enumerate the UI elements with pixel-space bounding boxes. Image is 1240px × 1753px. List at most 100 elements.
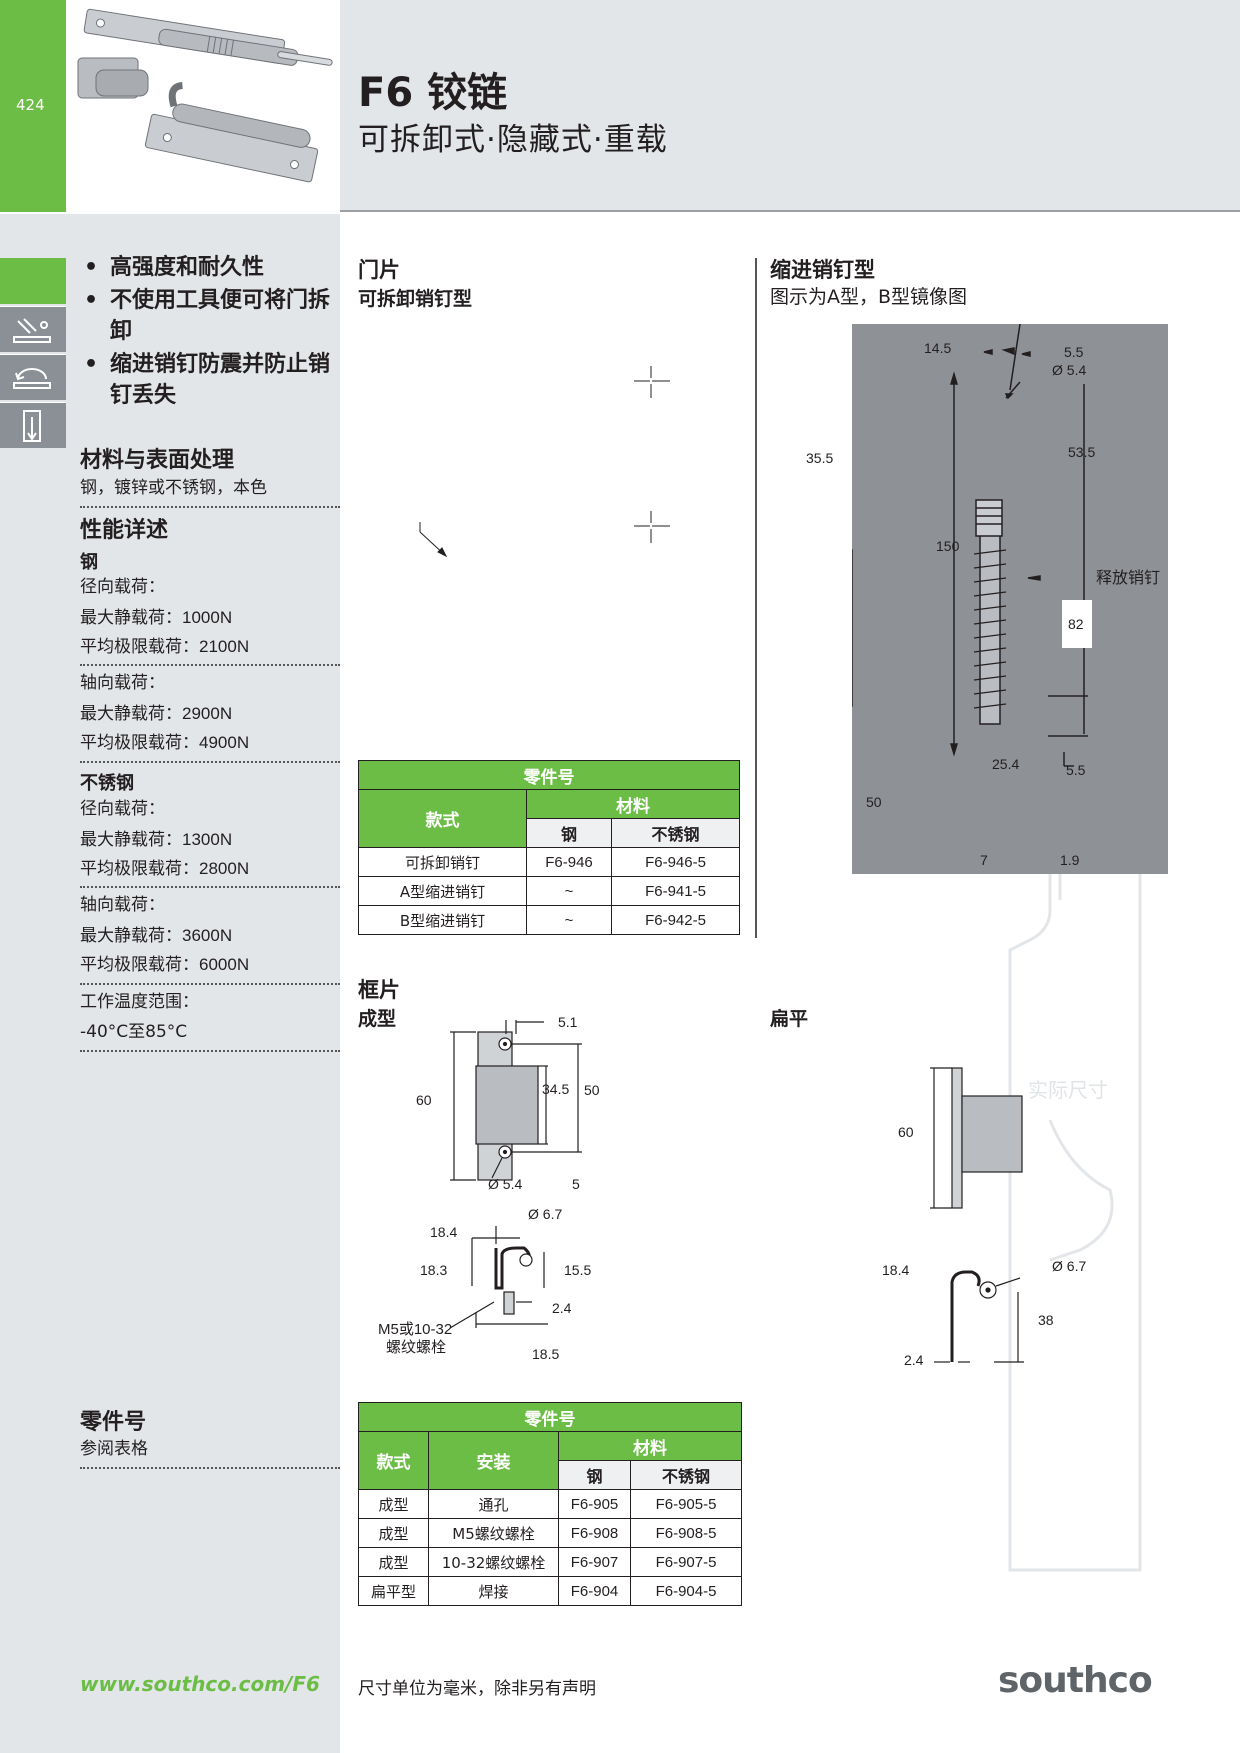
ss-radial-static: 最大静载荷：1300N [80, 830, 233, 849]
cell: 成型 [358, 1518, 429, 1548]
table-row: 成型 通孔 F6-905 F6-905-5 [358, 1489, 742, 1519]
frame-flat-label: 扁平 [770, 1008, 809, 1030]
corrosion-icon [0, 306, 66, 352]
materials-heading: 材料与表面处理 [80, 448, 235, 473]
dim-label: 38 [1038, 1312, 1054, 1328]
dim-label: Ø 5.4 [488, 1176, 523, 1192]
column-divider [755, 258, 757, 938]
col-material: 材料 [526, 789, 740, 819]
cell: F6-946 [526, 847, 612, 877]
cell: F6-908-5 [630, 1518, 742, 1548]
col-install: 安装 [428, 1431, 559, 1490]
cell: 10-32螺纹螺栓 [428, 1547, 559, 1577]
door-leaf-drawing-marks [419, 366, 670, 558]
dim-label: 7 [980, 852, 988, 868]
table-row: B型缩进销钉 ~ F6-942-5 [358, 905, 740, 935]
actual-size-label: 实际尺寸 [1028, 1080, 1108, 1102]
divider [80, 1050, 340, 1052]
divider [80, 506, 340, 508]
bolt-label: M5或10-32 [378, 1321, 453, 1338]
table-row: 成型 M5螺纹螺栓 F6-908 F6-908-5 [358, 1518, 742, 1548]
door-leaf-subheading: 可拆卸销钉型 [358, 288, 473, 310]
dim-label: 15.5 [564, 1262, 592, 1278]
cell: F6-908 [558, 1518, 631, 1548]
cell: F6-946-5 [611, 847, 740, 877]
dim-label: 35.5 [806, 450, 834, 466]
cell: 成型 [358, 1547, 429, 1577]
bolt-label: 螺纹螺栓 [386, 1338, 447, 1356]
cell: F6-905-5 [630, 1489, 742, 1519]
page-title: F6 铰链 [358, 70, 508, 116]
col-style: 款式 [358, 1431, 429, 1490]
table-row: 成型 10-32螺纹螺栓 F6-907 F6-907-5 [358, 1547, 742, 1577]
removable-icon [0, 402, 66, 448]
cell: M5螺纹螺栓 [428, 1518, 559, 1548]
feature-item: 不使用工具便可将门拆卸 [82, 285, 332, 347]
ss-axial-static: 最大静载荷：3600N [80, 926, 233, 945]
axial-load-label: 轴向载荷： [80, 895, 165, 915]
dim-label: 53.5 [1068, 444, 1096, 460]
website-link[interactable]: www.southco.com/F6 [80, 1672, 320, 1696]
cell: 通孔 [428, 1489, 559, 1519]
dim-label: 5 [572, 1176, 580, 1192]
hinge-rotation-icon [0, 354, 66, 400]
dim-label: Ø 6.7 [528, 1206, 563, 1222]
feature-item: 高强度和耐久性 [82, 252, 332, 283]
divider [80, 1467, 340, 1469]
cell: 扁平型 [358, 1576, 429, 1606]
part-number-text: 参阅表格 [80, 1439, 148, 1459]
table-title: 零件号 [358, 1402, 742, 1432]
side-tab-green [0, 258, 66, 304]
dim-label: Ø 5.4 [1052, 362, 1087, 378]
dim-label: 18.4 [430, 1224, 458, 1240]
units-note: 尺寸单位为毫米，除非另有声明 [358, 1679, 596, 1699]
cell: F6-907-5 [630, 1547, 742, 1577]
table-row: 扁平型 焊接 F6-904 F6-904-5 [358, 1576, 742, 1606]
flat-frame-drawing [930, 1067, 1024, 1363]
cell: F6-905 [558, 1489, 631, 1519]
cell: 焊接 [428, 1576, 559, 1606]
dim-label: 1.9 [1060, 852, 1080, 868]
col-style: 款式 [358, 789, 527, 848]
dim-label: 18.3 [420, 1262, 448, 1278]
divider [80, 761, 340, 763]
release-pin-label: 释放销钉 [1096, 568, 1161, 587]
materials-text: 钢，镀锌或不锈钢，本色 [80, 478, 267, 498]
col-steel: 钢 [558, 1460, 631, 1490]
cell: F6-904 [558, 1576, 631, 1606]
cell: F6-904-5 [630, 1576, 742, 1606]
steel-label: 钢 [80, 552, 98, 573]
dim-label: 18.5 [532, 1346, 560, 1362]
cell: ~ [526, 905, 612, 935]
page-number: 424 [16, 96, 45, 114]
col-steel: 钢 [526, 818, 612, 848]
dim-label: 2.4 [904, 1352, 924, 1368]
dim-label: 5.5 [1064, 344, 1084, 360]
cell: F6-942-5 [611, 905, 740, 935]
dim-label: 25.4 [992, 756, 1020, 772]
axial-load-label: 轴向载荷： [80, 673, 165, 693]
part-number-heading: 零件号 [80, 1410, 147, 1435]
retracting-pin-drawing: 14.5 5.5 Ø 5.4 35.5 53.5 150 82 25.4 5.5… [806, 324, 1168, 874]
dim-label: 50 [584, 1082, 600, 1098]
retracting-pin-heading: 缩进销钉型 [770, 258, 875, 282]
steel-radial-static: 最大静载荷：1000N [80, 608, 233, 627]
dim-label: 5.1 [558, 1014, 578, 1030]
dim-label: 60 [416, 1092, 432, 1108]
dim-label: 14.5 [924, 340, 952, 356]
steel-radial-ultimate: 平均极限载荷：2100N [80, 637, 250, 656]
divider [80, 664, 340, 666]
product-photo [66, 0, 340, 212]
page-subtitle: 可拆卸式·隐藏式·重载 [358, 122, 668, 158]
feature-list: 高强度和耐久性 不使用工具便可将门拆卸 缩进销钉防震并防止销钉丢失 [82, 252, 332, 413]
divider [80, 983, 340, 985]
cell: B型缩进销钉 [358, 905, 527, 935]
southco-logo: southco [998, 1660, 1153, 1701]
radial-load-label: 径向载荷： [80, 577, 165, 597]
retracting-pin-note: 图示为A型，B型镜像图 [770, 286, 968, 308]
dim-label: 18.4 [882, 1262, 910, 1278]
performance-heading: 性能详述 [80, 518, 169, 543]
table-row: 可拆卸销钉 F6-946 F6-946-5 [358, 847, 740, 877]
steel-axial-static: 最大静载荷：2900N [80, 704, 233, 723]
table-title: 零件号 [358, 760, 740, 790]
